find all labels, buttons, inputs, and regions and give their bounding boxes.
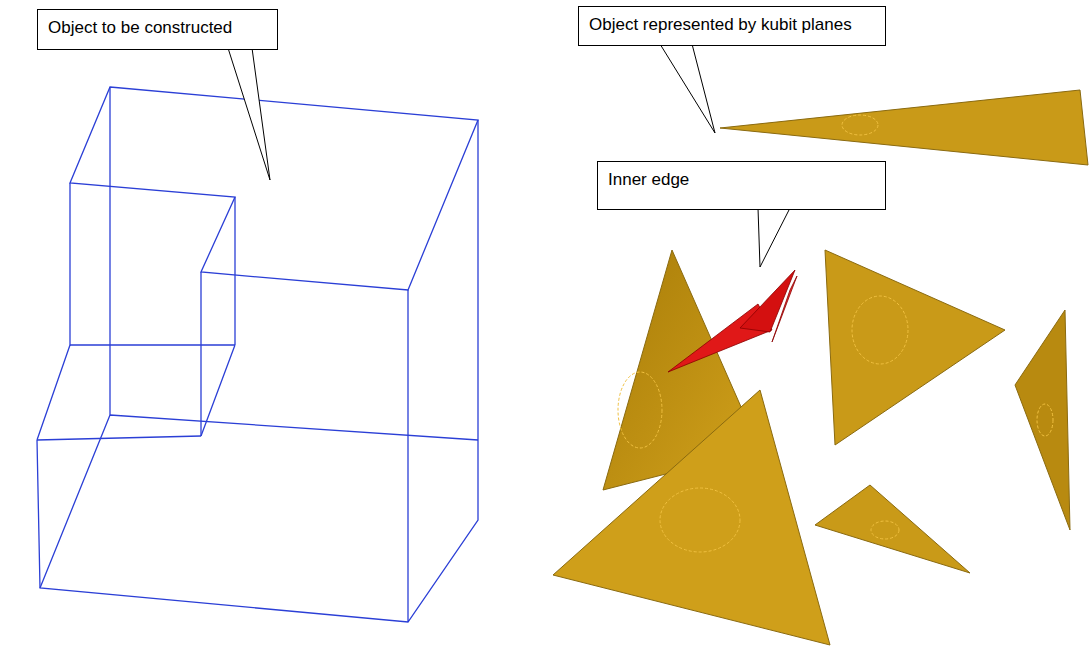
callout-text: Inner edge <box>608 170 875 190</box>
wireframe-object <box>37 87 478 622</box>
callout-box: Inner edge <box>597 161 886 210</box>
callout-text: Object to be constructed <box>48 18 267 38</box>
callout-tail <box>228 44 790 267</box>
kubit-planes <box>553 90 1088 645</box>
callout-box: Object to be constructed <box>37 9 278 50</box>
callout-text: Object represented by kubit planes <box>589 15 875 35</box>
callout-box: Object represented by kubit planes <box>578 6 886 46</box>
inner-edge-shape <box>668 270 797 372</box>
